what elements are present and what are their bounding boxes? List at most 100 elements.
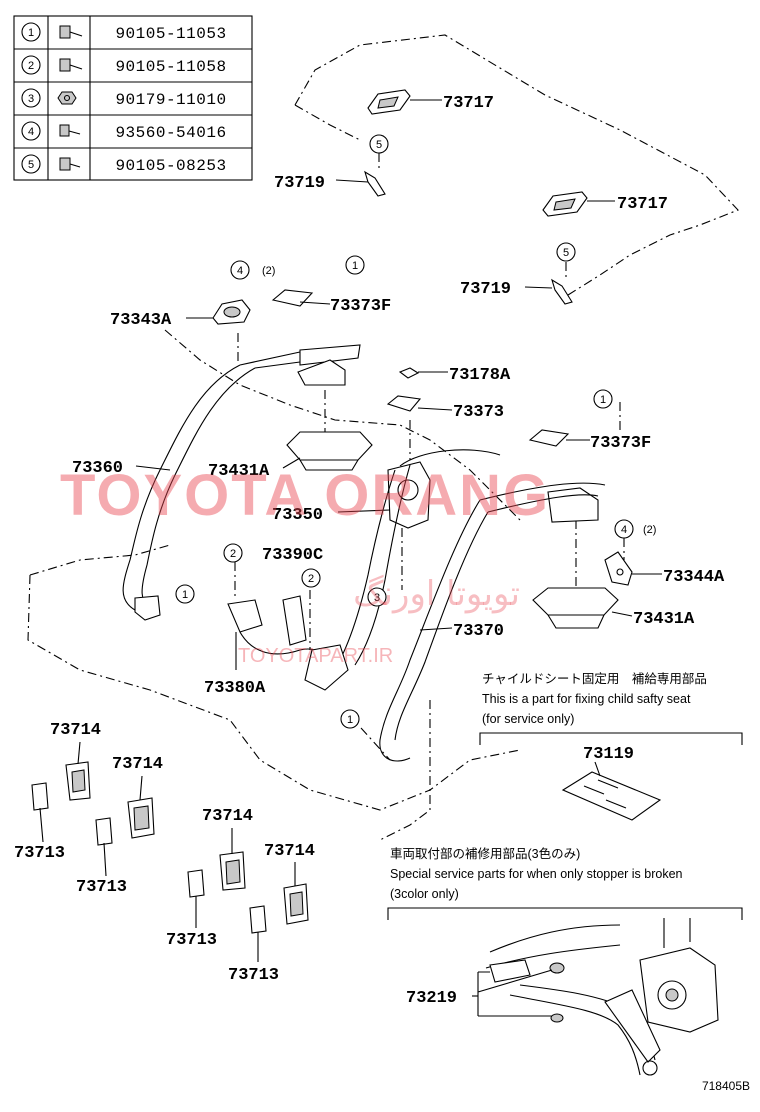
dashed-leaders: [234, 153, 625, 761]
child-seat-note-en-2: (for service only): [482, 712, 574, 726]
fastener-row: 5 90105-08253: [21, 154, 226, 175]
callout-number: 2: [230, 548, 236, 560]
fastener-row-number: 4: [28, 126, 34, 138]
label-leaders: [39, 99, 743, 1017]
part-label: 73713: [166, 931, 217, 950]
fastener-row-number: 1: [28, 27, 34, 39]
seat-belt-right: [379, 482, 606, 762]
watermark-persian: تویوتا اورنگ: [353, 574, 520, 614]
part-label: 73219: [406, 989, 457, 1008]
part-label: 73390C: [262, 546, 323, 565]
part-label: 73373: [453, 403, 504, 422]
part-label: 73178A: [449, 366, 511, 385]
callout-number: 5: [376, 139, 382, 151]
child-seat-note-en: This is a part for fixing child safty se…: [482, 692, 691, 706]
retractor-tray: [532, 587, 619, 629]
child-seat-anchor-plate: [561, 771, 662, 821]
part-label: 73717: [617, 195, 668, 214]
part-label: 73344A: [663, 568, 725, 587]
part-label: 73350: [272, 506, 323, 525]
callout-number: 5: [563, 247, 569, 259]
part-label: 73714: [112, 755, 163, 774]
retractor-cover-small: [386, 395, 422, 412]
center-retractor: [339, 449, 501, 666]
callout-number: 2: [308, 573, 314, 585]
fastener-row-number: 5: [28, 159, 34, 171]
buckle-assembly: [227, 595, 349, 691]
child-seat-note-jp: チャイルドシート固定用 補給専用部品: [482, 671, 707, 686]
part-label: 73373F: [330, 297, 391, 316]
part-label: 73380A: [204, 679, 266, 698]
part-label: 73119: [583, 745, 634, 764]
callout-quantity: (2): [262, 265, 275, 277]
bolt-icon: [59, 157, 81, 171]
part-label: 73713: [76, 878, 127, 897]
stopper-note-en: Special service parts for when only stop…: [390, 867, 683, 881]
callout: 4(2): [614, 519, 656, 539]
watermark-text: TOYOTA ORANG: [60, 463, 550, 528]
fastener-part-number: 93560-54016: [115, 124, 226, 142]
callout-number: 3: [374, 592, 380, 604]
fastener-part-number: 90105-11053: [115, 25, 226, 43]
screw-icon: [59, 124, 81, 137]
bolt-icon: [59, 58, 83, 72]
fastener-part-number: 90105-08253: [115, 157, 226, 175]
watermark-url: TOYOTAPART.IR: [238, 645, 393, 667]
callout: 2: [301, 568, 321, 588]
fastener-table: 1 90105-11053 2 90105-11058 3 90179-1101…: [13, 15, 253, 181]
stopper-service-detail: [485, 918, 719, 1076]
cover-clip: [364, 170, 386, 197]
callout: 1: [175, 584, 195, 604]
callout: 1: [340, 709, 360, 729]
belt-hole-cover: [542, 191, 588, 217]
part-label: 73713: [228, 966, 279, 985]
fastener-part-number: 90105-11058: [115, 58, 226, 76]
part-label: 73714: [202, 807, 253, 826]
callout-quantity: (2): [643, 524, 656, 536]
callout-number: 1: [347, 714, 353, 726]
cover-clip: [551, 278, 573, 305]
fastener-row-number: 3: [28, 93, 34, 105]
service-notes: チャイルドシート固定用 補給専用部品 This is a part for fi…: [390, 671, 707, 901]
part-label: 73719: [274, 174, 325, 193]
callout-number: 1: [352, 260, 358, 272]
belt-guide: [212, 299, 251, 325]
part-label: 73373F: [590, 434, 651, 453]
callout: 5: [369, 134, 389, 154]
callout: 3: [367, 587, 387, 607]
part-number-labels: 73717 73717 73719 73719 73343A 73373F 73…: [14, 94, 725, 1008]
stopper-note-en-2: (3color only): [390, 887, 459, 901]
fastener-row: 2 90105-11058: [21, 55, 226, 76]
part-label: 73360: [72, 459, 123, 478]
fastener-row: 4 93560-54016: [21, 121, 226, 142]
part-label: 73713: [14, 844, 65, 863]
retractor-cover: [528, 429, 570, 447]
callout: 1: [345, 255, 365, 275]
callout: 4 (2): [230, 260, 275, 280]
package-tray-outline: [294, 34, 739, 301]
small-clip: [398, 367, 420, 379]
part-label: 73714: [50, 721, 101, 740]
stopper-button-set: [31, 761, 309, 934]
seat-floor-outline: [27, 329, 521, 841]
fastener-row: 1 90105-11053: [21, 22, 226, 43]
part-label: 73714: [264, 842, 315, 861]
callout: 5: [556, 242, 576, 262]
callout: 2: [223, 543, 243, 563]
part-label: 73431A: [633, 610, 695, 629]
callout-number: 4: [237, 265, 243, 277]
retractor-tray: [286, 431, 373, 471]
fastener-row: 3 90179-11010: [21, 88, 226, 109]
part-label: 73343A: [110, 311, 172, 330]
callout: 1: [593, 389, 613, 409]
watermark: TOYOTA ORANG تویوتا اورنگ TOYOTAPART.IR: [60, 463, 550, 667]
part-label: 73370: [453, 622, 504, 641]
bolt-icon: [59, 25, 83, 39]
callout-number: 1: [600, 394, 606, 406]
stopper-note-jp: 車両取付部の補修用部品(3色のみ): [390, 846, 580, 861]
part-label: 73431A: [208, 462, 270, 481]
belt-hole-cover: [367, 89, 411, 115]
figure-reference: 718405B: [702, 1079, 750, 1093]
